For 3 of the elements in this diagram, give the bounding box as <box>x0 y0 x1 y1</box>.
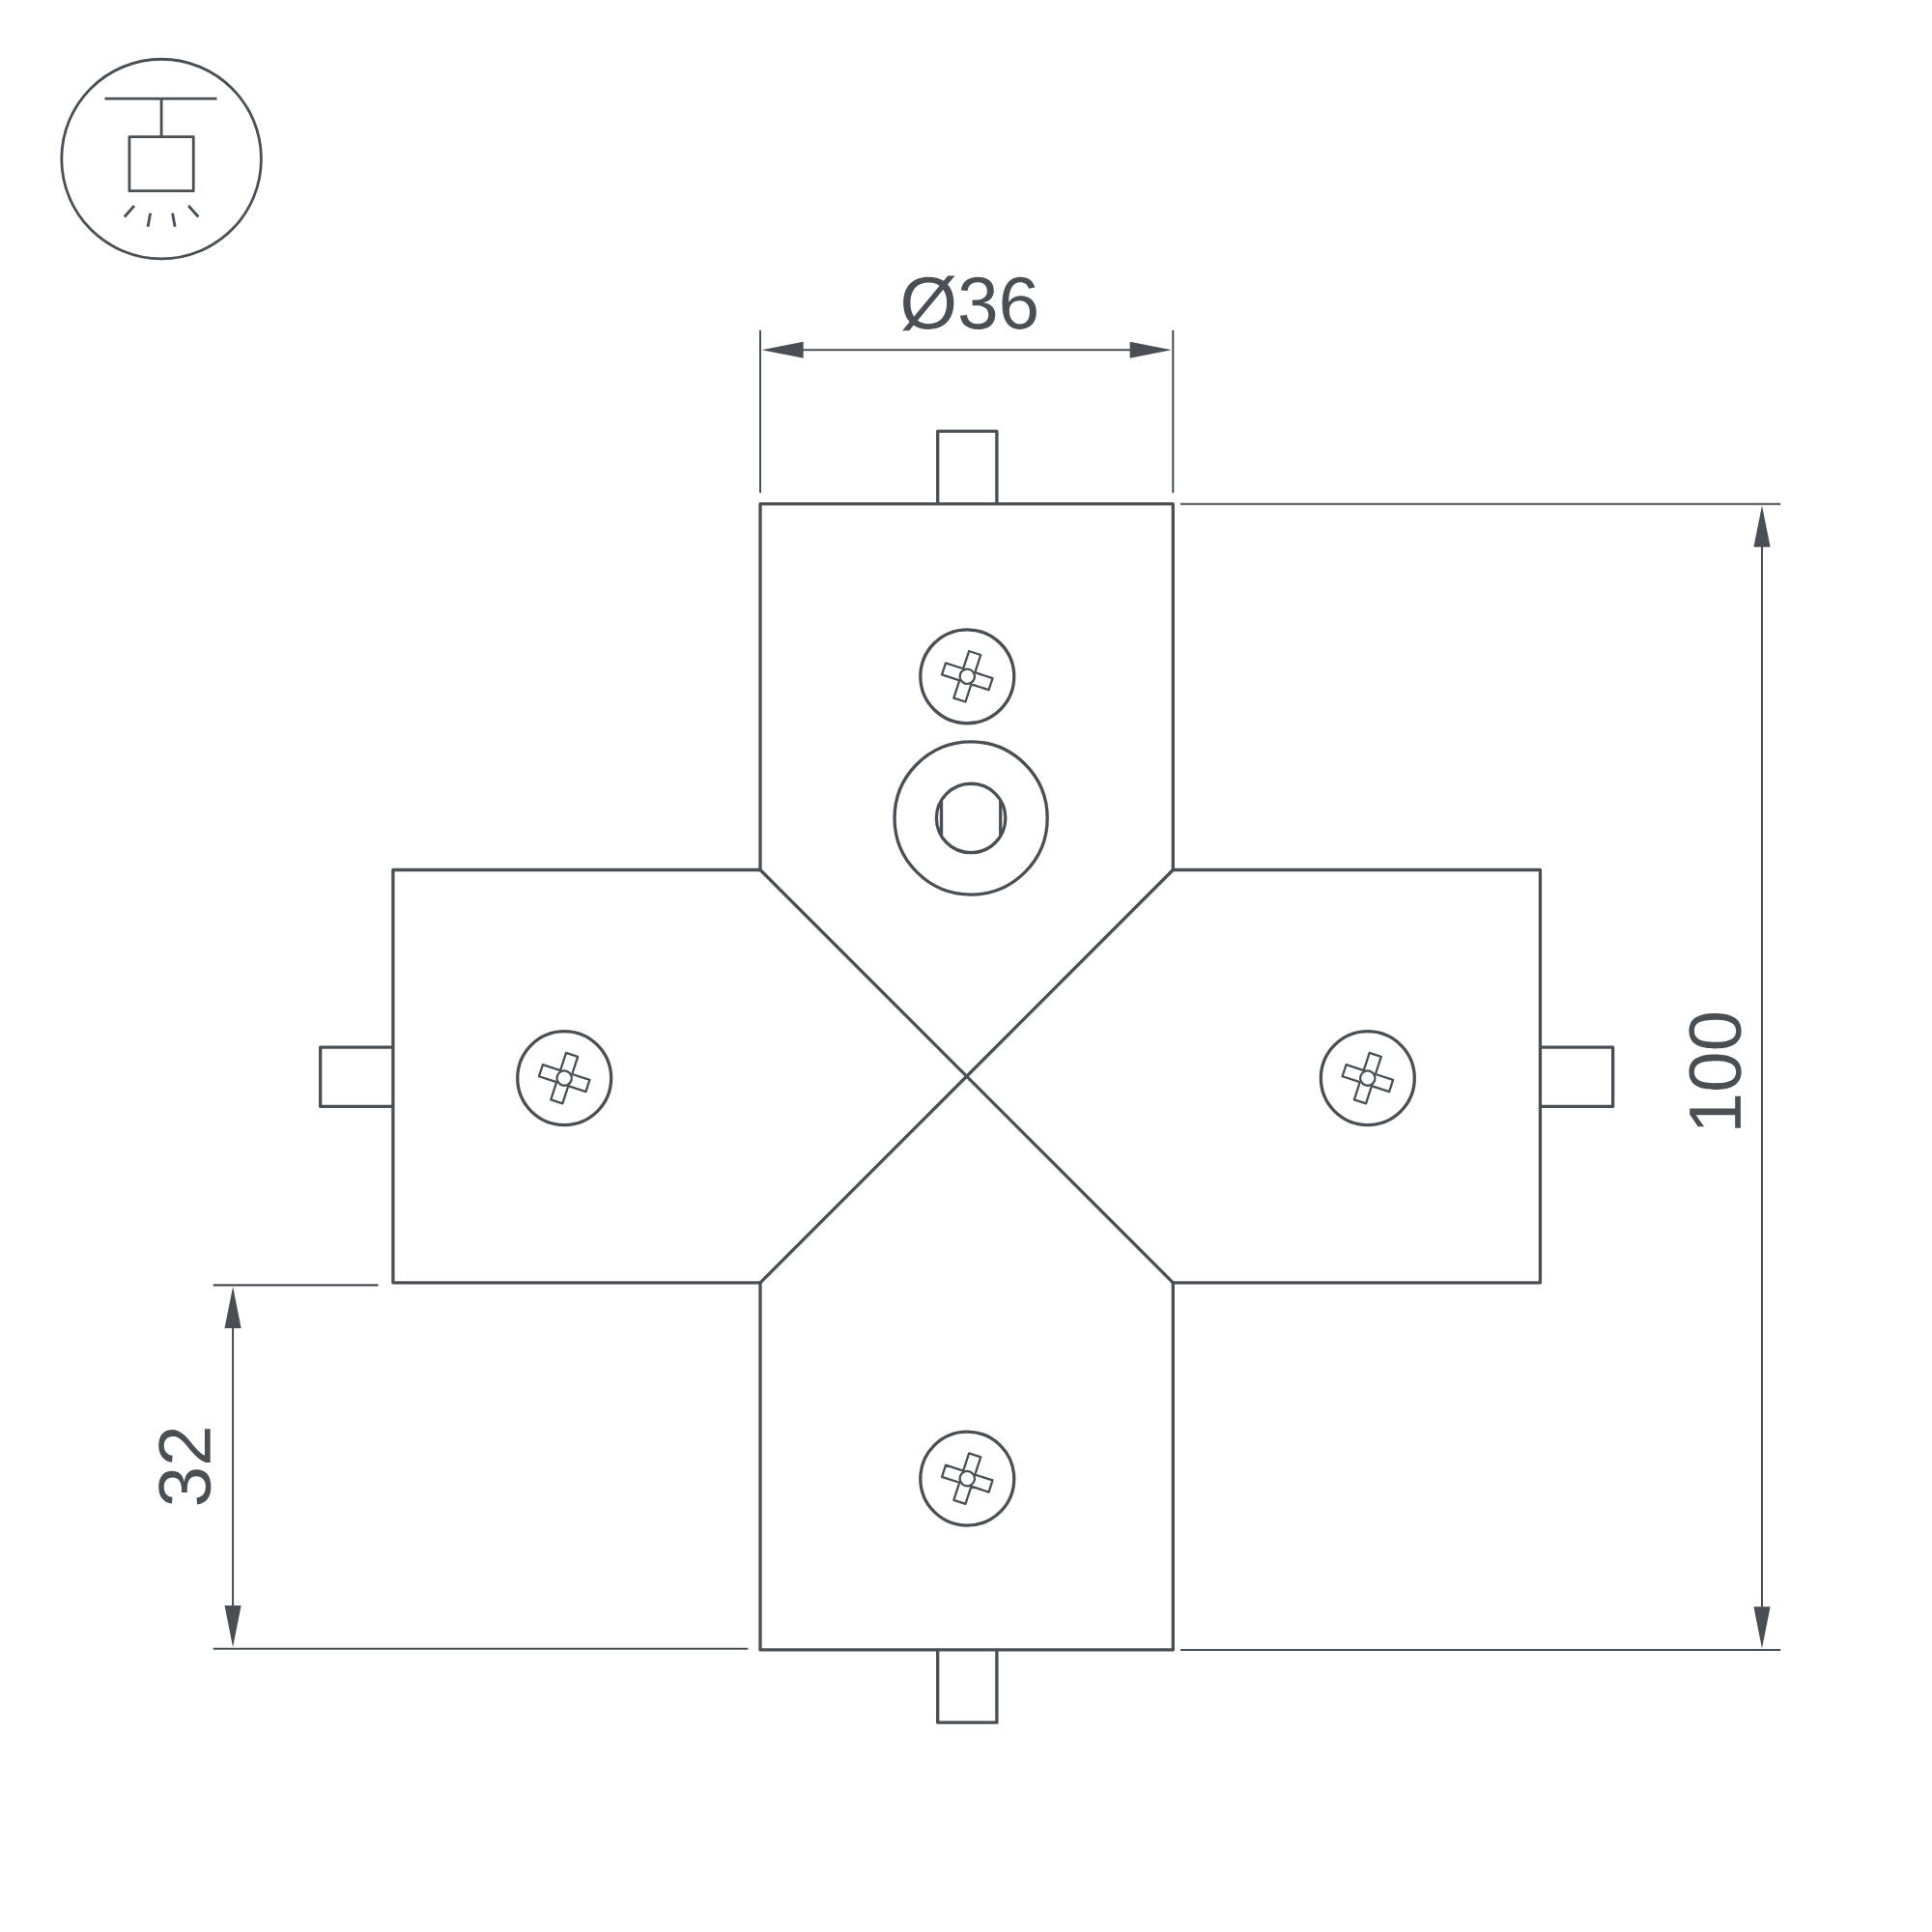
dimension-label: Ø36 <box>902 275 1037 331</box>
dimension-label: 32 <box>158 1429 212 1505</box>
dimension-label: 100 <box>1689 1012 1742 1128</box>
